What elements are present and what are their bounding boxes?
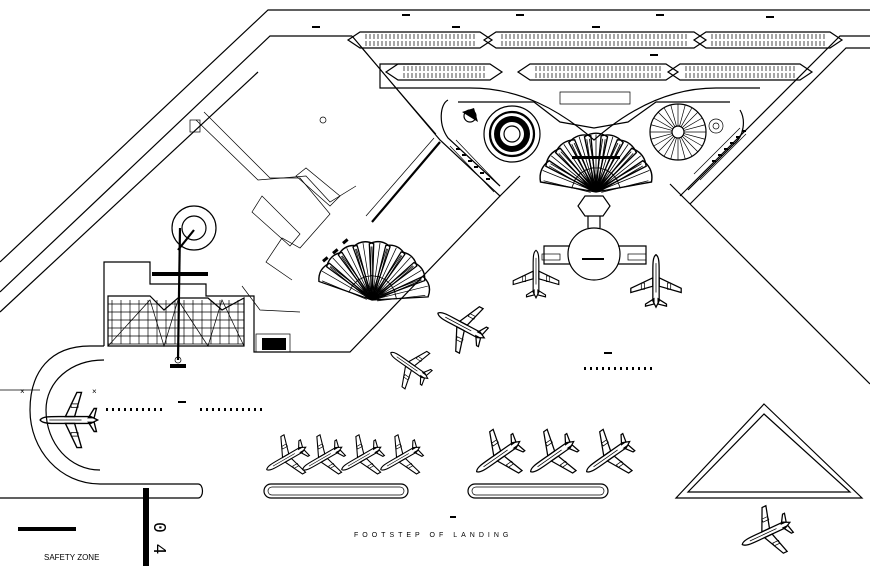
airplane-icon	[369, 427, 432, 489]
airplane-icon	[291, 427, 354, 489]
airplane-icon	[630, 254, 682, 308]
triangle-island	[674, 403, 864, 499]
airplane-icon	[515, 420, 589, 493]
control-tower-roundabout	[171, 205, 217, 364]
x-marker: ×	[92, 387, 97, 396]
airplane-icon	[571, 420, 645, 493]
left-fan-concourse	[315, 239, 433, 311]
airplane-icon	[39, 391, 99, 449]
glazed-hall	[107, 295, 245, 348]
airplane-icon	[461, 420, 535, 493]
airplane-icon	[255, 427, 318, 489]
safety-zone-label: SAFETY ZONE	[44, 553, 99, 562]
runway-threshold	[18, 488, 149, 566]
airplane-icon	[330, 427, 393, 489]
runway-number: 0 4	[148, 522, 168, 554]
site-boundary	[0, 9, 870, 385]
parking-area	[312, 14, 844, 81]
airplane-icon	[377, 334, 441, 397]
stair-marks	[456, 130, 746, 180]
airplane-icon	[512, 249, 560, 299]
airplane-icon	[425, 290, 497, 361]
airplane-icon	[730, 498, 802, 566]
round-terminal-left	[462, 105, 541, 163]
round-terminal-right	[649, 103, 724, 161]
hall-label-bar	[152, 272, 208, 368]
central-fan-concourse	[536, 131, 656, 204]
x-marker: ×	[20, 387, 25, 396]
aircraft-stands	[263, 483, 609, 499]
left-terminal-building	[103, 35, 501, 353]
central-fan-bar	[572, 156, 620, 159]
pier-hub	[541, 195, 647, 281]
apron-loop: × ×	[0, 345, 204, 499]
jet-bridge-marks	[322, 238, 349, 263]
footstep-of-landing-label: FOOTSTEP OF LANDING	[354, 532, 512, 539]
taxiway-diagonals	[379, 63, 747, 205]
main-terminal-outline	[420, 87, 760, 191]
runway-edge-lights	[106, 352, 652, 518]
